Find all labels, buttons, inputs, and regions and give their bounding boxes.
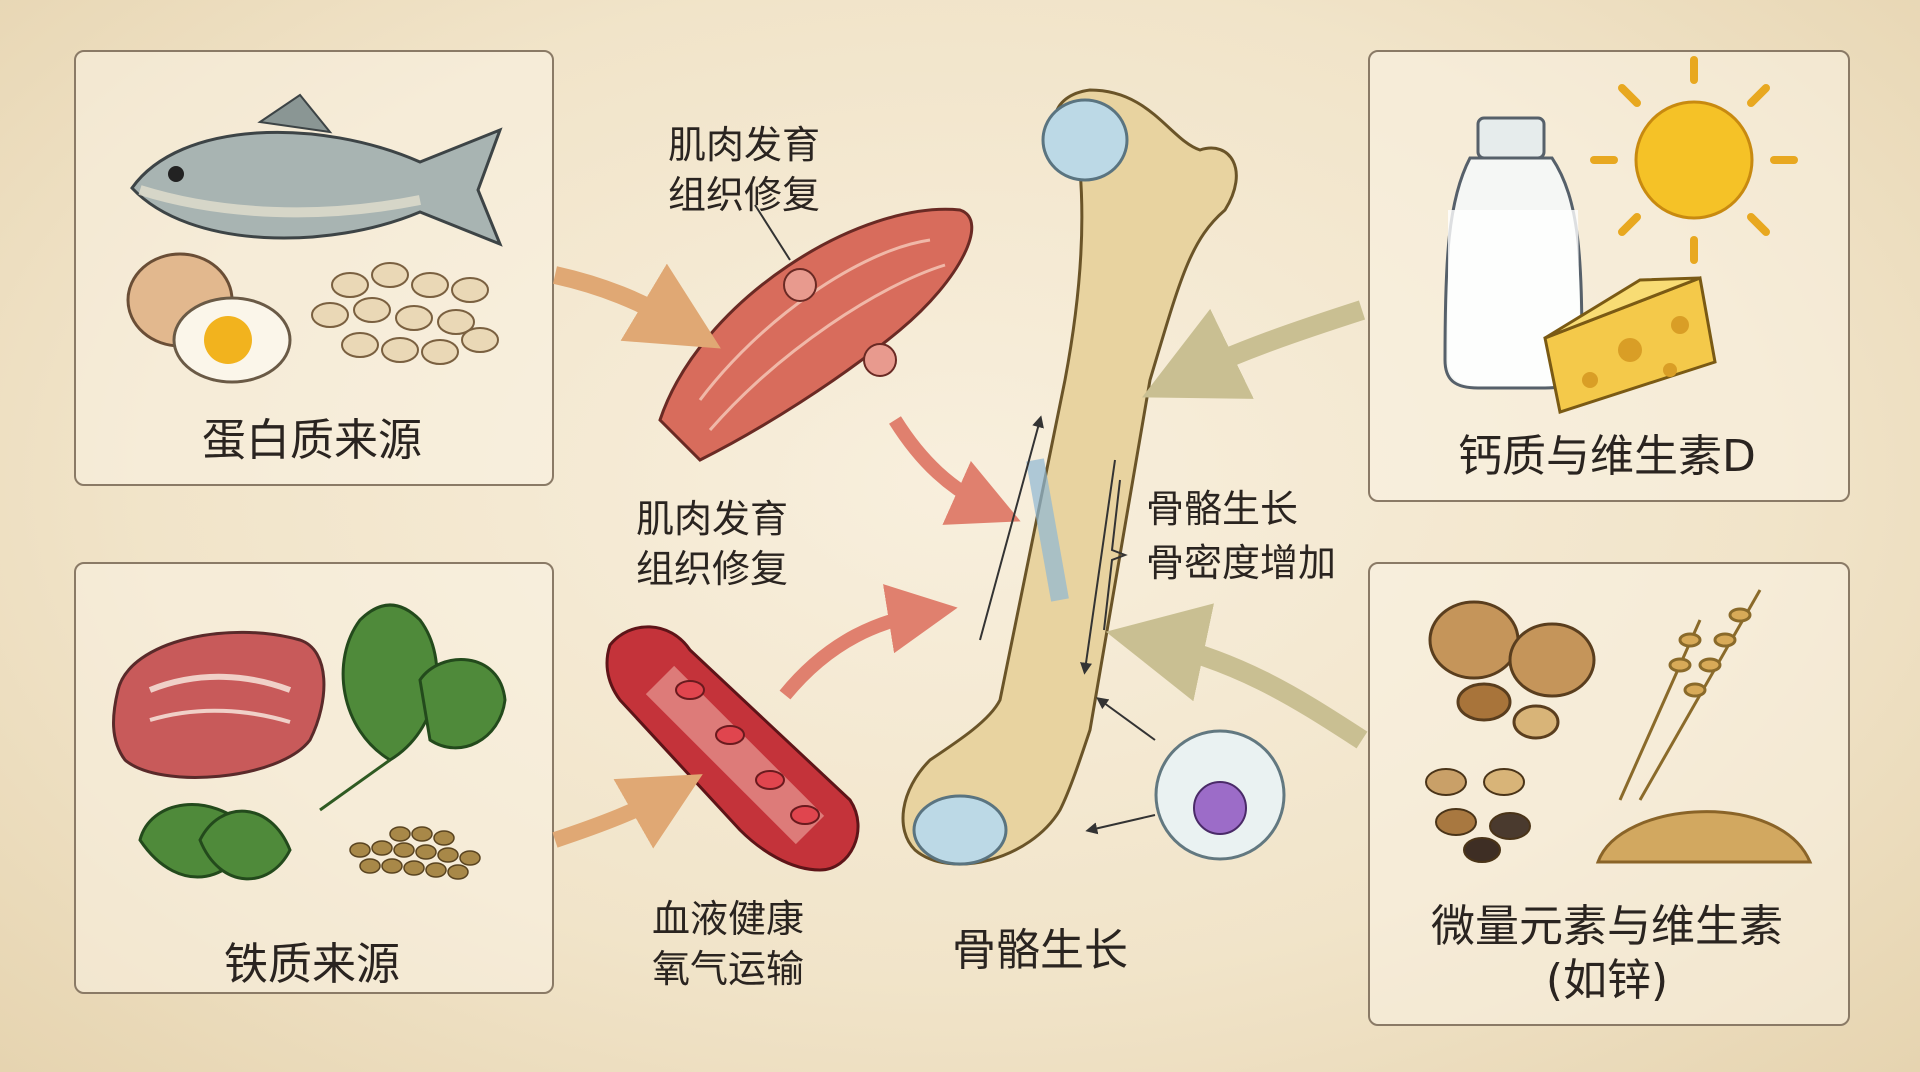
blood-label-line2: 氧气运输	[652, 947, 805, 991]
muscle-mid-label-line1: 肌肉发育	[636, 497, 789, 541]
cell-icon	[1154, 729, 1286, 861]
cheese-icon	[1543, 275, 1717, 414]
blood-vessel-icon	[605, 625, 860, 872]
bone-side-label-line1: 骨骼生长	[1146, 487, 1299, 531]
bone-growth-left-arrow	[979, 415, 1044, 641]
cell-to-bone-arrow	[1085, 814, 1156, 835]
muscle-top-label-line1: 肌肉发育	[668, 123, 821, 167]
bone-icon	[901, 88, 1238, 866]
muscle-to-bone-arrow	[889, 416, 1021, 525]
muscle-icon	[658, 207, 974, 462]
bone-side-label-line2: 骨密度增加	[1146, 541, 1337, 585]
micro-panel-label-line2: (如锌)	[1545, 955, 1669, 1006]
sun-icon	[1590, 56, 1798, 264]
lentils-icon	[349, 826, 481, 880]
iron-panel	[74, 562, 554, 994]
fish-icon	[130, 93, 503, 247]
calcium-to-bone-arrow	[1141, 300, 1366, 399]
cell-up-arrow	[1096, 697, 1156, 741]
wheat-icon	[1618, 589, 1762, 801]
steak-icon	[112, 630, 326, 779]
iron-to-vessel-arrow	[552, 774, 703, 849]
vessel-to-bone-arrow	[779, 584, 958, 700]
grain-pile-icon	[1595, 810, 1813, 864]
muscle-label-pointer	[754, 204, 791, 261]
calcium-panel-label: 钙质与维生素D	[1458, 431, 1756, 482]
protein-to-muscle-arrow	[553, 263, 721, 349]
spinach-icon	[138, 603, 507, 881]
beans-icon	[311, 262, 499, 365]
bone-growth-right-arrow	[1080, 459, 1116, 675]
protein-panel-label: 蛋白质来源	[202, 415, 422, 466]
muscle-top-label-line2: 组织修复	[668, 173, 821, 217]
blood-label-line1: 血液健康	[652, 897, 805, 941]
bone-bracket	[1103, 479, 1128, 631]
bone-bottom-label: 骨骼生长	[952, 925, 1128, 976]
egg-icon	[126, 252, 292, 384]
iron-panel-label: 铁质来源	[224, 939, 400, 990]
micro-to-bone-arrow	[1105, 603, 1368, 749]
walnut-icon	[1428, 600, 1596, 740]
muscle-mid-label-line2: 组织修复	[636, 547, 789, 591]
micro-panel-label-line1: 微量元素与维生素	[1431, 901, 1783, 952]
seeds-icon	[1425, 768, 1531, 863]
